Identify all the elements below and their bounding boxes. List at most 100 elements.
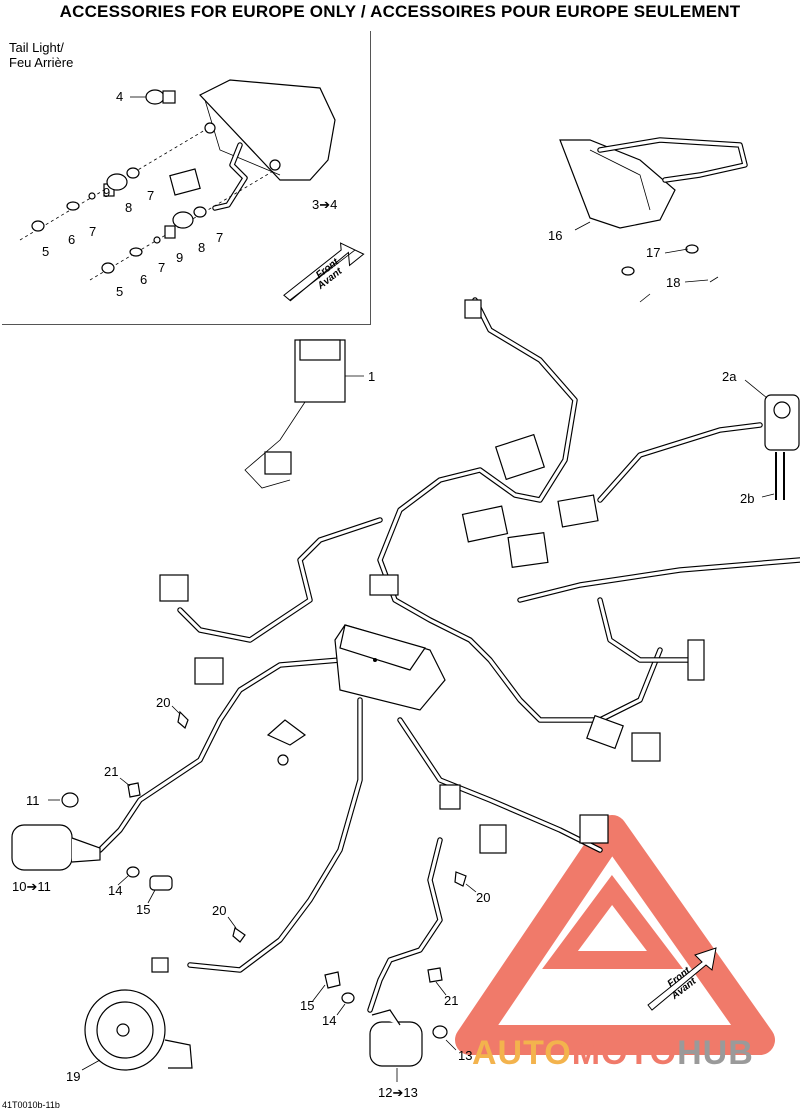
callout-9b: 9 xyxy=(176,250,183,265)
watermark-part-2: MOTO xyxy=(572,1034,677,1072)
tail-light-connector xyxy=(169,168,201,196)
callout-6b: 6 xyxy=(140,272,147,287)
tail-light-housing xyxy=(199,79,336,181)
callout-21b: 21 xyxy=(444,993,458,1008)
harness-path-2-inner xyxy=(598,423,762,502)
grommet-15a xyxy=(149,875,173,891)
leader-14a xyxy=(117,875,129,886)
clip-21b xyxy=(427,967,443,983)
right-turn-signal: 13 12➔13 15 14 21 20 xyxy=(300,871,490,1100)
leader-16 xyxy=(574,221,591,231)
connector-left-mid xyxy=(194,657,224,685)
connector-cluster-e xyxy=(369,574,399,596)
connector-center xyxy=(439,784,461,810)
inset-title-line-1: Tail Light/ xyxy=(9,40,64,55)
callout-6a: 6 xyxy=(68,232,75,247)
watermark-triangle xyxy=(455,815,775,1055)
horn-connector xyxy=(151,957,169,973)
watermark-logo: AUTOMOTOHUB xyxy=(455,815,775,1072)
harness-path-3-inner xyxy=(518,558,800,602)
leader-15a xyxy=(147,889,156,904)
front-light-detail xyxy=(589,149,651,211)
grommet-15b xyxy=(324,971,341,989)
connector-cluster-c xyxy=(507,531,549,569)
callout-8a: 8 xyxy=(125,200,132,215)
clip-20c xyxy=(454,871,467,887)
harness-path-7-outer xyxy=(187,697,363,973)
right-signal-bulb xyxy=(432,1025,448,1039)
inset-title: Tail Light/ Feu Arrière xyxy=(9,40,73,70)
leader-20a xyxy=(171,705,181,715)
left-signal-lens xyxy=(11,824,73,871)
callout-7b: 7 xyxy=(147,188,154,203)
watermark-inner-triangle xyxy=(542,874,684,969)
leader-14b xyxy=(336,1003,346,1016)
connector-cluster-a xyxy=(494,433,546,481)
harness-path-2-outer xyxy=(597,422,763,503)
leader-19 xyxy=(81,1059,101,1071)
harness-path-5-inner xyxy=(178,518,382,642)
harness-path-4-outer xyxy=(597,597,693,663)
leader-15b xyxy=(311,984,326,1003)
bulb-glass xyxy=(145,89,165,105)
callout-19: 19 xyxy=(66,1069,80,1084)
left-signal-stem xyxy=(71,837,101,863)
ground-ring xyxy=(277,754,289,766)
connector-top xyxy=(464,299,482,319)
nut-14a xyxy=(126,866,140,878)
relay-socket-outline xyxy=(244,401,306,489)
watermark-part-1: AUTO xyxy=(472,1034,572,1072)
main-wiring-harness: 1 xyxy=(97,297,800,1013)
callout-5a: 5 xyxy=(42,244,49,259)
hardware-row-lower xyxy=(89,169,276,281)
clip-20a xyxy=(177,710,189,730)
spacer-9b xyxy=(164,225,176,239)
watermark-part-3: HUB xyxy=(677,1034,754,1072)
bulb-4 xyxy=(145,89,176,105)
harness-path-3-outer xyxy=(517,557,800,603)
leader-20b xyxy=(227,916,237,929)
screw-18a xyxy=(639,293,651,303)
left-turn-signal: 11 10➔11 14 15 20 21 20 xyxy=(11,695,246,943)
right-signal-lens xyxy=(369,1021,423,1067)
callout-14a: 14 xyxy=(108,883,122,898)
harness-path-6-outer xyxy=(97,657,343,853)
connector-lower-center xyxy=(479,824,507,854)
callout-20b: 20 xyxy=(212,903,226,918)
harness-path-4-inner xyxy=(598,598,692,662)
watermark-text: AUTOMOTOHUB xyxy=(472,1034,754,1072)
nut-5a xyxy=(31,220,45,232)
clip-21a xyxy=(127,782,141,798)
callout-21a: 21 xyxy=(104,764,118,779)
grommet-8b xyxy=(172,211,194,229)
leader-21b xyxy=(435,981,447,996)
callout-9a: 9 xyxy=(103,185,110,200)
callout-7a: 7 xyxy=(89,224,96,239)
connector-cluster-b xyxy=(461,505,509,543)
front-arrow-inset: Front Avant xyxy=(283,242,365,302)
housing-stud-upper xyxy=(204,122,216,134)
callout-16: 16 xyxy=(548,228,562,243)
leader-18 xyxy=(684,279,709,283)
horn-center xyxy=(116,1023,130,1037)
leader-21a xyxy=(119,777,131,787)
callout-8b: 8 xyxy=(198,240,205,255)
harness-path-5-outer xyxy=(177,517,383,643)
inset-title-line-2: Feu Arrière xyxy=(9,55,74,70)
connector-right xyxy=(631,732,661,762)
callout-20c: 20 xyxy=(476,890,490,905)
callout-2a: 2a xyxy=(722,369,737,384)
harness-path-8-inner xyxy=(398,718,602,852)
ground-terminal xyxy=(266,719,307,746)
fuse-box-lid xyxy=(339,624,426,671)
washer-17a xyxy=(621,266,635,276)
hardware-row-upper xyxy=(19,129,206,241)
washer-7b xyxy=(126,167,140,179)
callout-11: 11 xyxy=(26,793,40,808)
connector-lower-right xyxy=(579,814,609,844)
harness-path-9-outer xyxy=(367,837,443,1013)
washer-6a xyxy=(66,201,80,211)
fuse-box-screw xyxy=(373,658,377,662)
leader-17 xyxy=(664,248,689,254)
callout-10-11: 10➔11 xyxy=(12,879,51,894)
